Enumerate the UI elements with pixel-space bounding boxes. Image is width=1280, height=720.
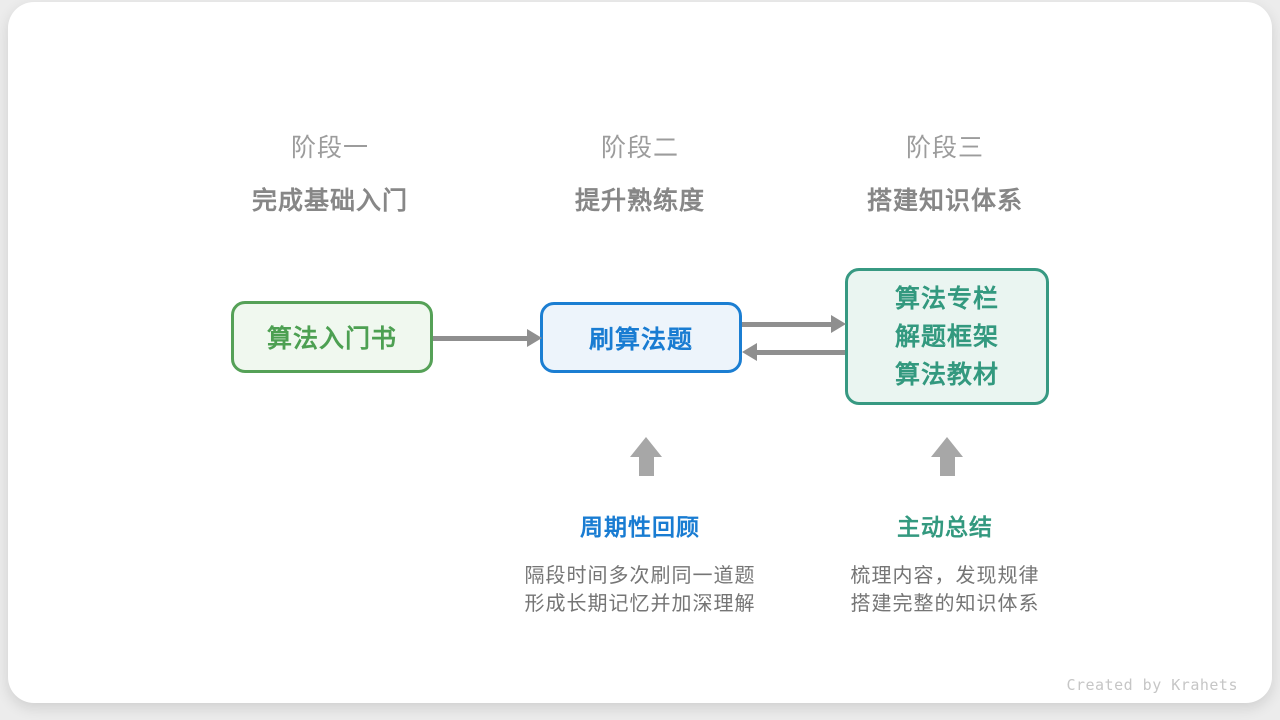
annotation-1-title: 周期性回顾 [580,514,700,540]
stage-2-label: 阶段二 [600,134,679,162]
arrow-up-icon [629,437,663,476]
arrow-right-icon [831,315,846,333]
stage-1-subtitle: 完成基础入门 [251,187,408,215]
node-resource-framework: 解题框架 [894,322,999,351]
stage-1-label: 阶段一 [290,134,369,162]
arrow-up-stem [939,457,955,476]
node-resource-column: 算法专栏 [894,284,999,313]
diagram-card: 阶段一 完成基础入门 阶段二 提升熟练度 阶段三 搭建知识体系 算法入门书 刷算… [8,2,1272,703]
annotation-2-body: 梳理内容，发现规律 搭建完整的知识体系 [785,562,1105,618]
node-knowledge-resources: 算法专栏 解题框架 算法教材 [845,268,1049,405]
stage-header-2: 阶段二 提升熟练度 [520,128,760,217]
node-practice-problems-label: 刷算法题 [588,325,693,354]
node-intro-book-label: 算法入门书 [266,325,397,353]
annotation-active-summary: 主动总结 梳理内容，发现规律 搭建完整的知识体系 [785,508,1105,618]
arrow-1-to-2-line [433,336,528,341]
stage-3-label: 阶段三 [905,134,984,162]
arrow-left-icon [742,343,757,361]
node-practice-problems: 刷算法题 [540,302,742,373]
arrow-up-stem [638,457,654,476]
node-resource-textbook: 算法教材 [894,360,999,389]
annotation-1-line-2: 形成长期记忆并加深理解 [524,593,756,615]
annotation-2-title: 主动总结 [897,514,993,540]
arrow-2-to-3-line [742,322,832,327]
node-intro-book: 算法入门书 [231,301,433,373]
arrow-up-head [630,437,662,457]
stage-2-subtitle: 提升熟练度 [574,187,705,215]
arrow-up-icon [930,437,964,476]
stage-3-subtitle: 搭建知识体系 [866,187,1023,215]
stage-header-1: 阶段一 完成基础入门 [210,128,450,217]
arrow-3-to-2-line [756,350,845,355]
arrow-right-icon [527,329,542,347]
annotation-2-line-1: 梳理内容，发现规律 [850,565,1040,587]
annotation-1-body: 隔段时间多次刷同一道题 形成长期记忆并加深理解 [480,562,800,618]
credit-text: Created by Krahets [1066,676,1238,694]
stage-header-3: 阶段三 搭建知识体系 [825,128,1065,217]
annotation-1-line-1: 隔段时间多次刷同一道题 [524,565,756,587]
annotation-periodic-review: 周期性回顾 隔段时间多次刷同一道题 形成长期记忆并加深理解 [480,508,800,618]
annotation-2-line-2: 搭建完整的知识体系 [850,593,1040,615]
arrow-up-head [931,437,963,457]
